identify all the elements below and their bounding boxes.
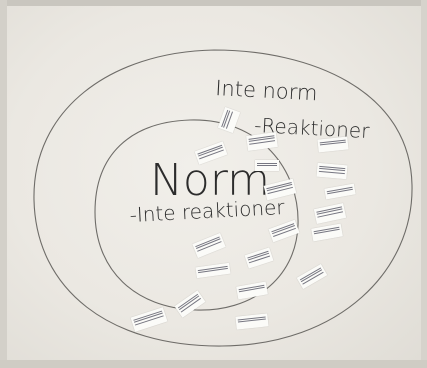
board-frame-top xyxy=(0,0,427,6)
board-frame-left xyxy=(0,0,7,368)
outer-label-line1: Inte norm xyxy=(215,76,318,105)
board-frame-right xyxy=(421,0,427,368)
note-slip xyxy=(316,162,348,180)
outer-circle xyxy=(33,49,413,347)
inner-circle xyxy=(94,119,299,311)
note-slip xyxy=(255,160,279,171)
board-frame-bottom xyxy=(0,360,427,368)
inner-label-line1: Norm xyxy=(150,155,270,206)
